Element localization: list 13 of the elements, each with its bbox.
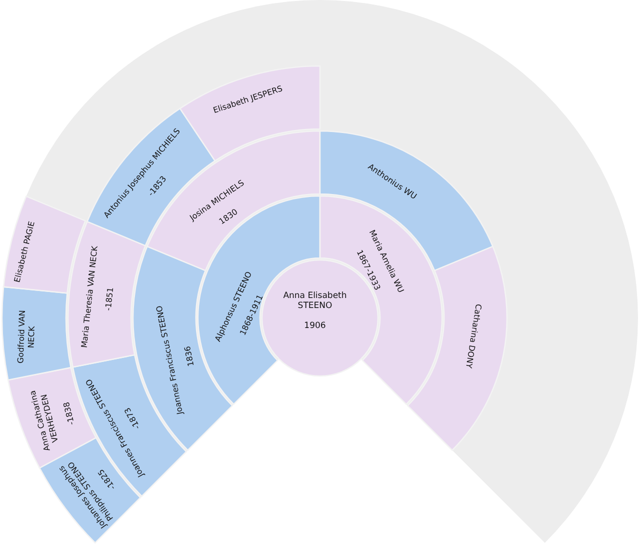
life-dates: 1836 <box>182 345 197 368</box>
person-name: Anna Elisabeth STEENO <box>282 291 348 311</box>
person-name: Maria Theresia VAN NECK <box>80 246 100 348</box>
person-name: Godfroid VAN NECK <box>16 309 38 366</box>
ancestor-sector <box>178 65 321 162</box>
person-name: Joannes Franciscus STEENO <box>154 304 185 416</box>
ancestor-sector <box>406 245 508 452</box>
ancestor-sector <box>1 285 72 382</box>
life-dates: -1851 <box>104 286 116 312</box>
person-name: Catharina DONY <box>462 303 484 369</box>
life-dates: 1906 <box>304 321 326 331</box>
ancestor-sector <box>67 220 147 369</box>
life-dates: -1838 <box>62 400 78 426</box>
